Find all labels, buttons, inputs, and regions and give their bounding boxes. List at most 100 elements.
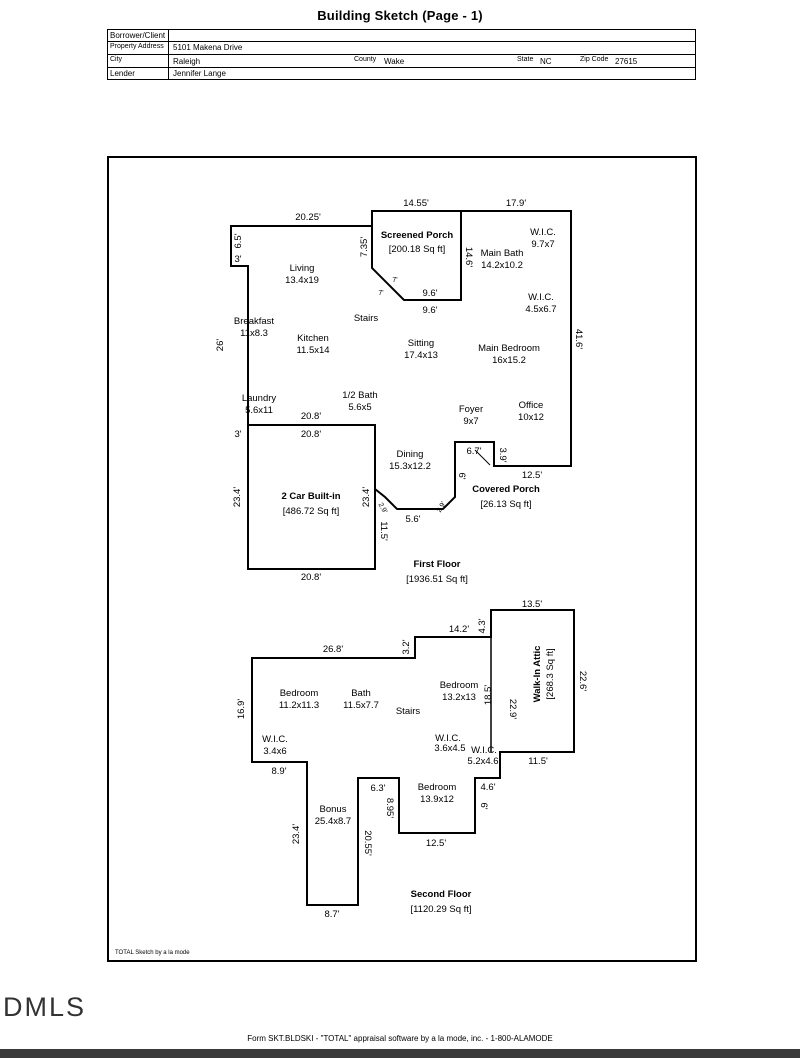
laundry-label: Laundry [242,393,277,404]
breakfast-label: Breakfast [234,316,274,327]
covered-porch-label: Covered Porch [472,484,540,495]
wic-label: W.I.C. [262,734,288,745]
office-size: 10x12 [518,412,544,423]
dimension-label: 6' [478,802,489,809]
dimension-label: 18.5' [483,685,494,705]
dimension-label: 20.8' [301,411,321,422]
city-label: City [110,56,123,63]
dimension-label: 17.9' [506,198,526,209]
bath-label: Bath [351,688,371,699]
dimension-label: 14.55' [403,198,429,209]
dimension-label: 9.6' [422,305,437,316]
walk-in-attic-area: [268.3 Sq ft] [545,648,556,699]
property-address-label: Property Address [110,43,164,50]
dimension-label: 8.95' [384,798,395,818]
dimension-label: 8.7' [324,909,339,920]
wic-label: W.I.C. [530,227,556,238]
garage-label: 2 Car Built-in [281,491,340,502]
foyer-size: 9x7 [463,416,478,427]
dmls-logo: DMLS [3,992,87,1022]
dimension-label: 41.6' [573,329,584,349]
bedroom-label: Bedroom [280,688,319,699]
dining-label: Dining [397,449,424,460]
dimension-label: 5.6' [405,514,420,525]
wic-label: W.I.C. [528,292,554,303]
first-floor-title: First Floor [414,559,461,570]
dimension-label: 22.9' [507,699,518,719]
main-bath-size: 14.2x10.2 [481,260,523,271]
dimension-label: 8.9' [271,766,286,777]
wic-size: 9.7x7 [531,239,554,250]
header-divider [108,67,695,68]
dimension-label: 23.4' [232,487,243,507]
header-divider [108,54,695,55]
breakfast-size: 11x8.3 [240,328,268,339]
dimension-label: 13.5' [522,599,542,610]
bedroom-size: 11.2x11.3 [279,700,319,711]
office-label: Office [519,400,544,411]
dimension-label: 11.5' [528,756,548,767]
bedroom-label: Bedroom [418,782,457,793]
dimension-label: 4.6' [480,782,495,793]
dimension-label: 7' [392,277,397,284]
foyer-label: Foyer [459,404,483,415]
wic-label: W.I.C. [435,733,461,744]
kitchen-label: Kitchen [297,333,329,344]
property-address-value: 5101 Makena Drive [173,43,243,52]
kitchen-size: 11.5x14 [296,345,329,356]
bonus-size: 25.4x8.7 [315,816,351,827]
dimension-label: 2.9' [436,501,448,514]
dimension-label: 22.6' [577,671,588,691]
dimension-label: 20.55' [362,830,373,856]
zip-label: Zip Code [580,56,609,63]
laundry-size: 5.6x11 [245,405,273,416]
second-floor-title: Second Floor [411,889,472,900]
second-floor-area: [1120.29 Sq ft] [410,904,471,915]
garage-outline [247,424,376,570]
lender-label: Lender [110,69,135,78]
first-floor-outline [230,210,572,510]
garage-area: [486.72 Sq ft] [283,506,340,517]
dimension-label: 7' [378,290,383,297]
state-label: State [517,56,534,63]
bedroom-size: 13.9x12 [420,794,454,805]
state-value: NC [540,57,552,66]
dimension-label: 9.6' [422,288,437,299]
bedroom-label: Bedroom [440,680,479,691]
dimension-label: 20.8' [301,572,321,583]
dimension-label: 3' [234,254,241,265]
dimension-label: 14.6' [463,247,474,267]
dimension-label: 12.5' [426,838,446,849]
sitting-label: Sitting [408,338,434,349]
dimension-label: 3.9' [497,447,508,462]
sketch-credit: TOTAL Sketch by a la mode [115,950,190,956]
dimension-label: 6.3' [370,783,385,794]
dimension-label: 23.4' [361,487,372,507]
wic-label: W.I.C. [471,745,497,756]
covered-porch-area: [26.13 Sq ft] [480,499,531,510]
living-label: Living [290,263,315,274]
dimension-label: 6' [456,472,467,479]
county-value: Wake [384,57,405,66]
wic-size: 3.4x6 [263,746,286,757]
city-value: Raleigh [173,57,201,66]
half-bath-label: 1/2 Bath [342,390,377,401]
living-size: 13.4x19 [285,275,319,286]
stairs-label: Stairs [354,313,379,324]
form-footer: Form SKT.BLDSKI - "TOTAL" appraisal soft… [247,1034,553,1043]
first-floor-area: [1936.51 Sq ft] [406,574,468,585]
wic-size: 4.5x6.7 [525,304,556,315]
wic-size: 5.2x4.6 [467,756,498,767]
dimension-label: 7.35' [359,237,370,257]
dimension-label: 14.2' [449,624,469,635]
walk-in-attic-label: Walk-In Attic [532,646,543,703]
second-floor-outline [251,609,575,906]
dimension-label: 6.5' [233,233,244,248]
dimension-label: 2.9' [376,502,388,515]
main-bath-label: Main Bath [481,248,524,259]
wic-size: 3.6x4.5 [434,743,465,754]
screened-porch-outline [371,210,462,301]
dimension-label: 26' [215,339,226,352]
half-bath-size: 5.6x5 [348,402,371,413]
